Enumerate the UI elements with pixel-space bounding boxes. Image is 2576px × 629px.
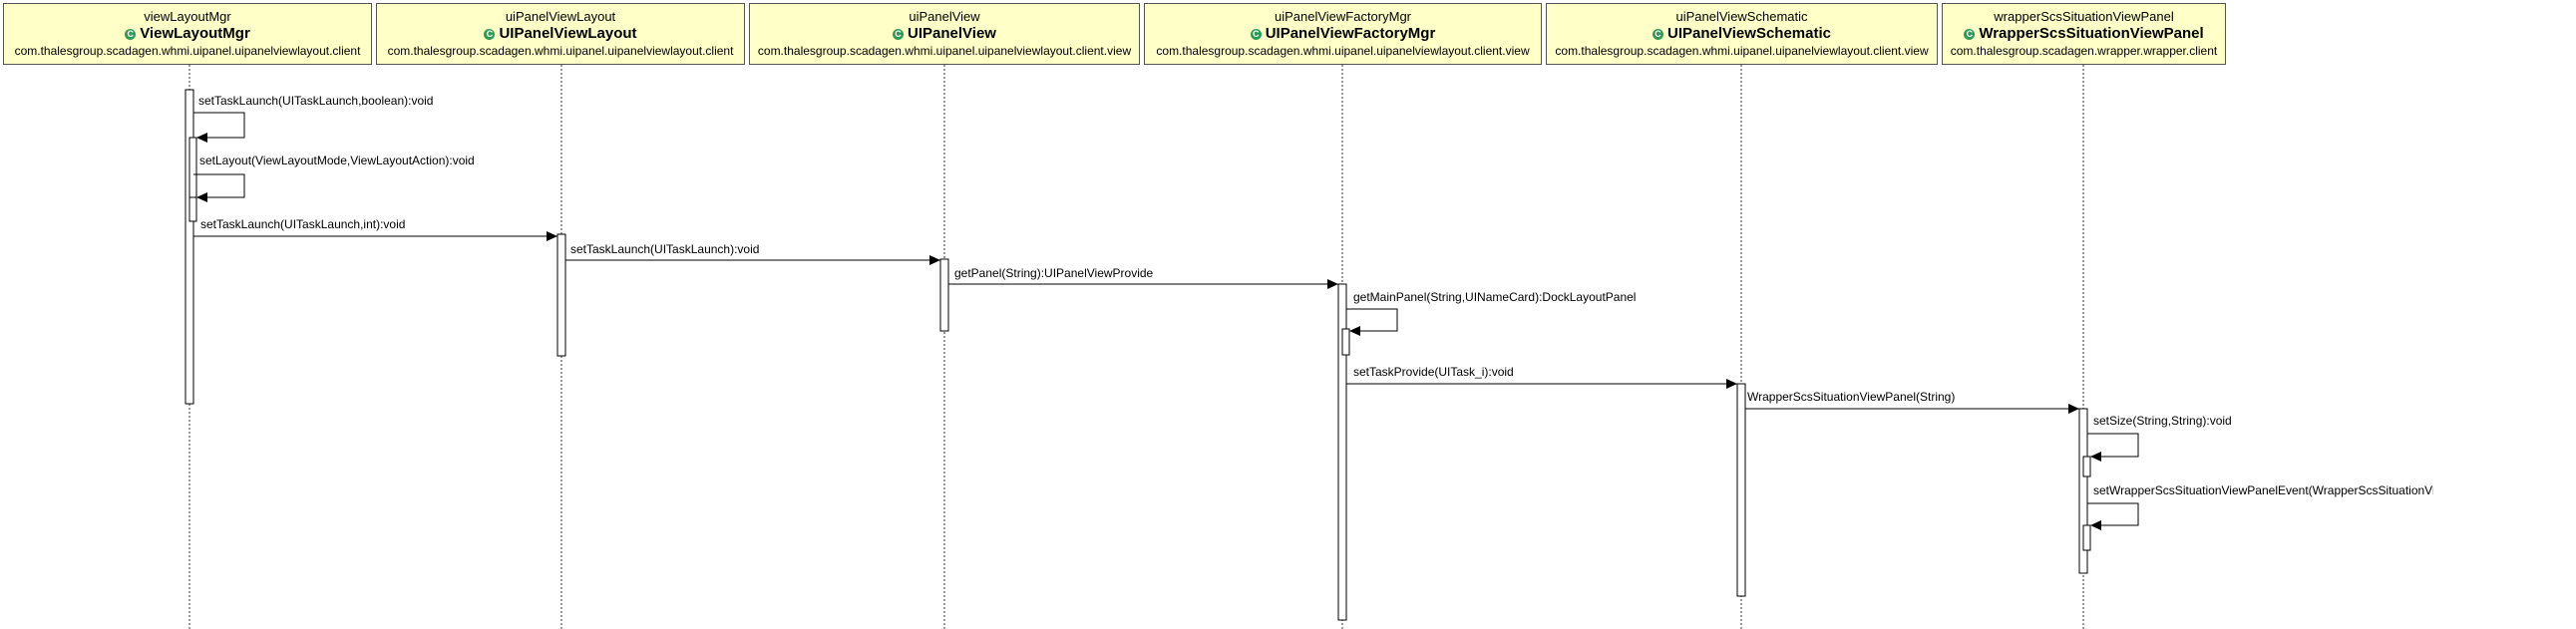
self-call-arrow [2087,502,2139,526]
class-icon: C [1653,29,1664,40]
self-call-arrow [193,173,245,198]
class-label: UIPanelView [908,25,996,42]
message-label: WrapperScsSituationViewPanel(String) [1747,390,1956,404]
arrow-head [547,231,557,241]
activation-bar [2082,456,2091,477]
message-label: setTaskLaunch(UITaskLaunch,boolean):void [198,94,434,108]
arrow-head [196,192,207,202]
class-label: UIPanelViewSchematic [1667,25,1831,42]
arrow-head [196,133,207,143]
class-label: UIPanelViewFactoryMgr [1265,25,1436,42]
instance-name: uiPanelViewLayout [505,9,616,24]
activation-bar [939,258,949,332]
package-name: com.thalesgroup.scadagen.whmi.uipanel.ui… [1156,44,1530,58]
arrow-head [1726,379,1737,389]
message-label: getPanel(String):UIPanelViewProvide [954,266,1154,280]
package-name: com.thalesgroup.scadagen.whmi.uipanel.ui… [757,44,1132,58]
package-name: com.thalesgroup.scadagen.wrapper.wrapper… [1950,44,2218,58]
package-name: com.thalesgroup.scadagen.whmi.uipanel.ui… [1555,44,1929,58]
activation-bar [188,196,197,222]
message-label: getMainPanel(String,UINameCard):DockLayo… [1353,290,1637,304]
activation-bar [556,233,566,357]
activation-bar [2078,408,2088,574]
self-call-arrow [193,112,245,139]
class-icon: C [1964,29,1976,40]
activation-bar [1736,383,1746,597]
package-name: com.thalesgroup.scadagen.whmi.uipanel.ui… [14,44,361,58]
arrow-head [1349,326,1360,336]
self-call-arrow [1346,308,1398,332]
message-label: setTaskProvide(UITask_i):void [1353,365,1514,379]
class-label: WrapperScsSituationViewPanel [1979,25,2204,42]
message-label: setTaskLaunch(UITaskLaunch,int):void [200,217,406,231]
instance-name: uiPanelViewFactoryMgr [1274,9,1412,24]
class-icon: C [125,29,137,40]
message-label: setWrapperScsSituationViewPanelEvent(Wra… [2093,483,2433,497]
message-label: setTaskLaunch(UITaskLaunch):void [570,242,760,256]
activation-bar [1341,328,1350,356]
class-icon: C [484,29,496,40]
activation-bar [1337,283,1347,621]
arrow-head [1327,279,1338,289]
arrow-head [2068,404,2079,414]
message-label: setSize(String,String):void [2093,414,2232,428]
instance-name: uiPanelView [909,9,980,24]
instance-name: wrapperScsSituationViewPanel [1994,9,2174,24]
class-label: ViewLayoutMgr [140,25,250,42]
package-name: com.thalesgroup.scadagen.whmi.uipanel.ui… [387,44,734,58]
arrow-head [929,255,940,265]
arrow-head [2090,520,2101,530]
class-icon: C [1250,29,1262,40]
activation-bar [184,89,194,405]
instance-name: uiPanelViewSchematic [1675,9,1808,24]
arrow-head [2090,452,2101,462]
message-label: setLayout(ViewLayoutMode,ViewLayoutActio… [199,154,475,167]
class-icon: C [893,29,905,40]
instance-name: viewLayoutMgr [144,9,231,24]
activation-bar [2082,524,2091,551]
self-call-arrow [2087,433,2139,458]
class-label: UIPanelViewLayout [499,25,637,42]
